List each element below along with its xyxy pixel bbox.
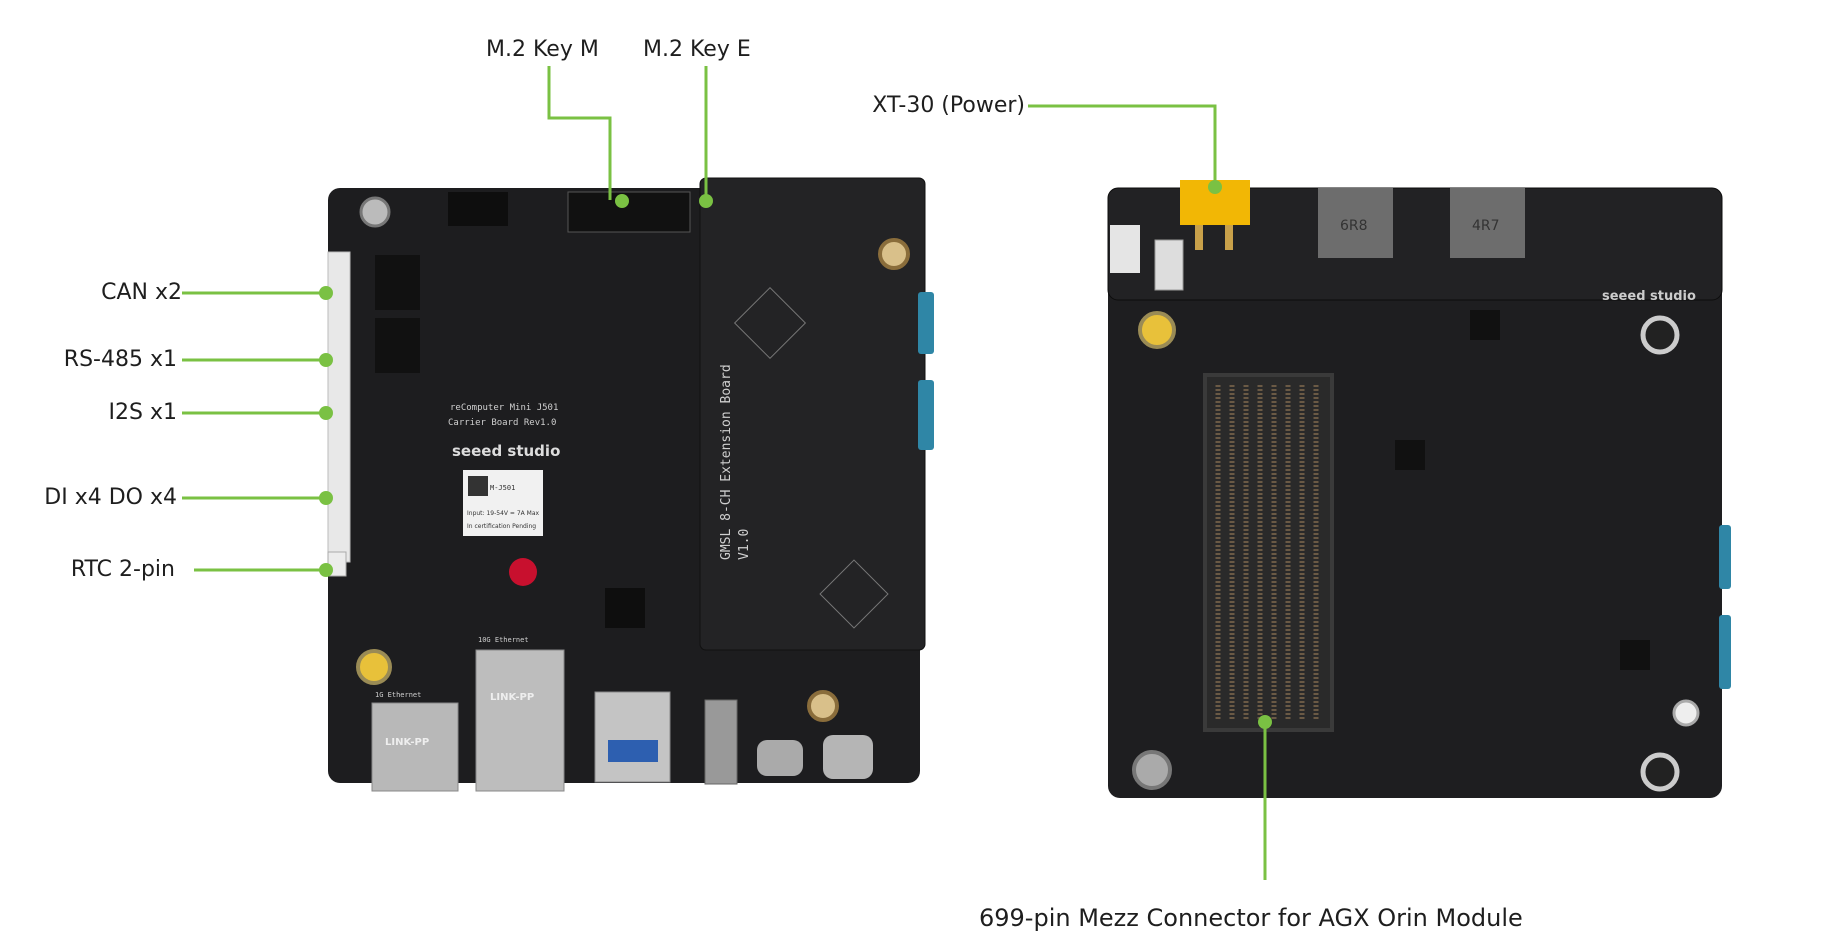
mounting-hole (356, 649, 392, 685)
callout-dots (319, 180, 1272, 729)
label-model: M-J501 (490, 484, 515, 492)
callout-line-xt30 (1028, 104, 1217, 186)
callout-dot (699, 194, 713, 208)
brand-logo: seeed studio (1602, 289, 1696, 304)
gmsl-version: V1.0 (737, 529, 752, 560)
fuse (1154, 239, 1184, 291)
mounting-hole (1138, 311, 1176, 349)
connector (448, 192, 508, 226)
label-input: Input: 19-54V = 7A Max (467, 510, 540, 517)
chip (1395, 440, 1425, 470)
label-xt30: XT-30 (Power) (872, 93, 1025, 118)
callout-dot (1258, 715, 1272, 729)
mounting-hole (1672, 699, 1700, 727)
gmsl-title: GMSL 8-CH Extension Board (719, 364, 734, 560)
mezz-connector (1203, 373, 1334, 732)
carrier-rev: Carrier Board Rev1.0 (448, 418, 556, 428)
chip (1620, 640, 1650, 670)
chip (375, 318, 420, 373)
mounting-hole (878, 238, 910, 270)
inductor-mark: 4R7 (1472, 218, 1500, 234)
link-pp-mark: LINK-PP (385, 737, 429, 748)
label-m2-key-e: M.2 Key E (643, 37, 751, 62)
callout-dot (319, 491, 333, 505)
ethernet-10g-port (475, 649, 565, 792)
label-i2s: I2S x1 (108, 400, 177, 425)
gmsl-connector-blue (918, 292, 934, 354)
ethernet-1g-port (371, 702, 459, 792)
inductor (1450, 188, 1525, 258)
label-m2-key-m: M.2 Key M (486, 37, 599, 62)
usb-c-port (757, 740, 803, 776)
callout-dot (319, 563, 333, 577)
label-mezz: 699-pin Mezz Connector for AGX Orin Modu… (979, 904, 1523, 932)
callout-dot (1208, 180, 1222, 194)
label-cert: In certification Pending (467, 523, 536, 530)
chip (1470, 310, 1500, 340)
callout-line-m2-key-m (547, 66, 612, 200)
gmsl-connector-blue (918, 380, 934, 450)
mounting-hole (1640, 315, 1680, 355)
mounting-hole (1132, 750, 1172, 790)
link-pp-mark: LINK-PP (490, 692, 534, 703)
inductor-mark: 6R8 (1340, 218, 1368, 234)
mounting-hole (1640, 752, 1680, 792)
xt30-pin (1225, 225, 1233, 250)
mounting-hole (807, 690, 839, 722)
label-dio: DI x4 DO x4 (44, 485, 177, 510)
capacitor (509, 558, 537, 586)
callout-dot (319, 353, 333, 367)
label-rs485: RS-485 x1 (63, 347, 177, 372)
m2-slot (567, 191, 691, 233)
eth-10g-label: 10G Ethernet (478, 636, 529, 644)
power-strip-board (1107, 187, 1723, 301)
inductor (1318, 188, 1393, 258)
xt30-pin (1195, 225, 1203, 250)
usb-c-port (823, 735, 873, 779)
usb-a-insert (608, 740, 658, 762)
brand-logo: seeed studio (452, 442, 560, 460)
callout-lines (182, 66, 1267, 880)
qr-code (468, 476, 488, 496)
carrier-board-bottom-view: 6R8 4R7 seeed studio (1107, 180, 1731, 798)
callout-dot (319, 406, 333, 420)
usb-a-port (594, 691, 671, 783)
carrier-board-top-view: M-J501 Input: 19-54V = 7A Max In certifi… (327, 177, 934, 792)
label-can: CAN x2 (101, 280, 182, 305)
chip (605, 588, 645, 628)
chip (819, 559, 889, 629)
mounting-hole (359, 196, 391, 228)
chip (375, 255, 420, 310)
chip (733, 286, 807, 360)
eth-1g-label: 1G Ethernet (375, 691, 421, 699)
callout-dot (615, 194, 629, 208)
gmsl-connector-blue (1719, 525, 1731, 589)
side-connectors (327, 251, 351, 563)
label-rtc: RTC 2-pin (70, 557, 175, 582)
display-port (704, 699, 738, 785)
gmsl-connector-blue (1719, 615, 1731, 689)
callout-dot (319, 286, 333, 300)
fan-connector (1110, 225, 1140, 273)
carrier-name: reComputer Mini J501 (450, 403, 558, 413)
